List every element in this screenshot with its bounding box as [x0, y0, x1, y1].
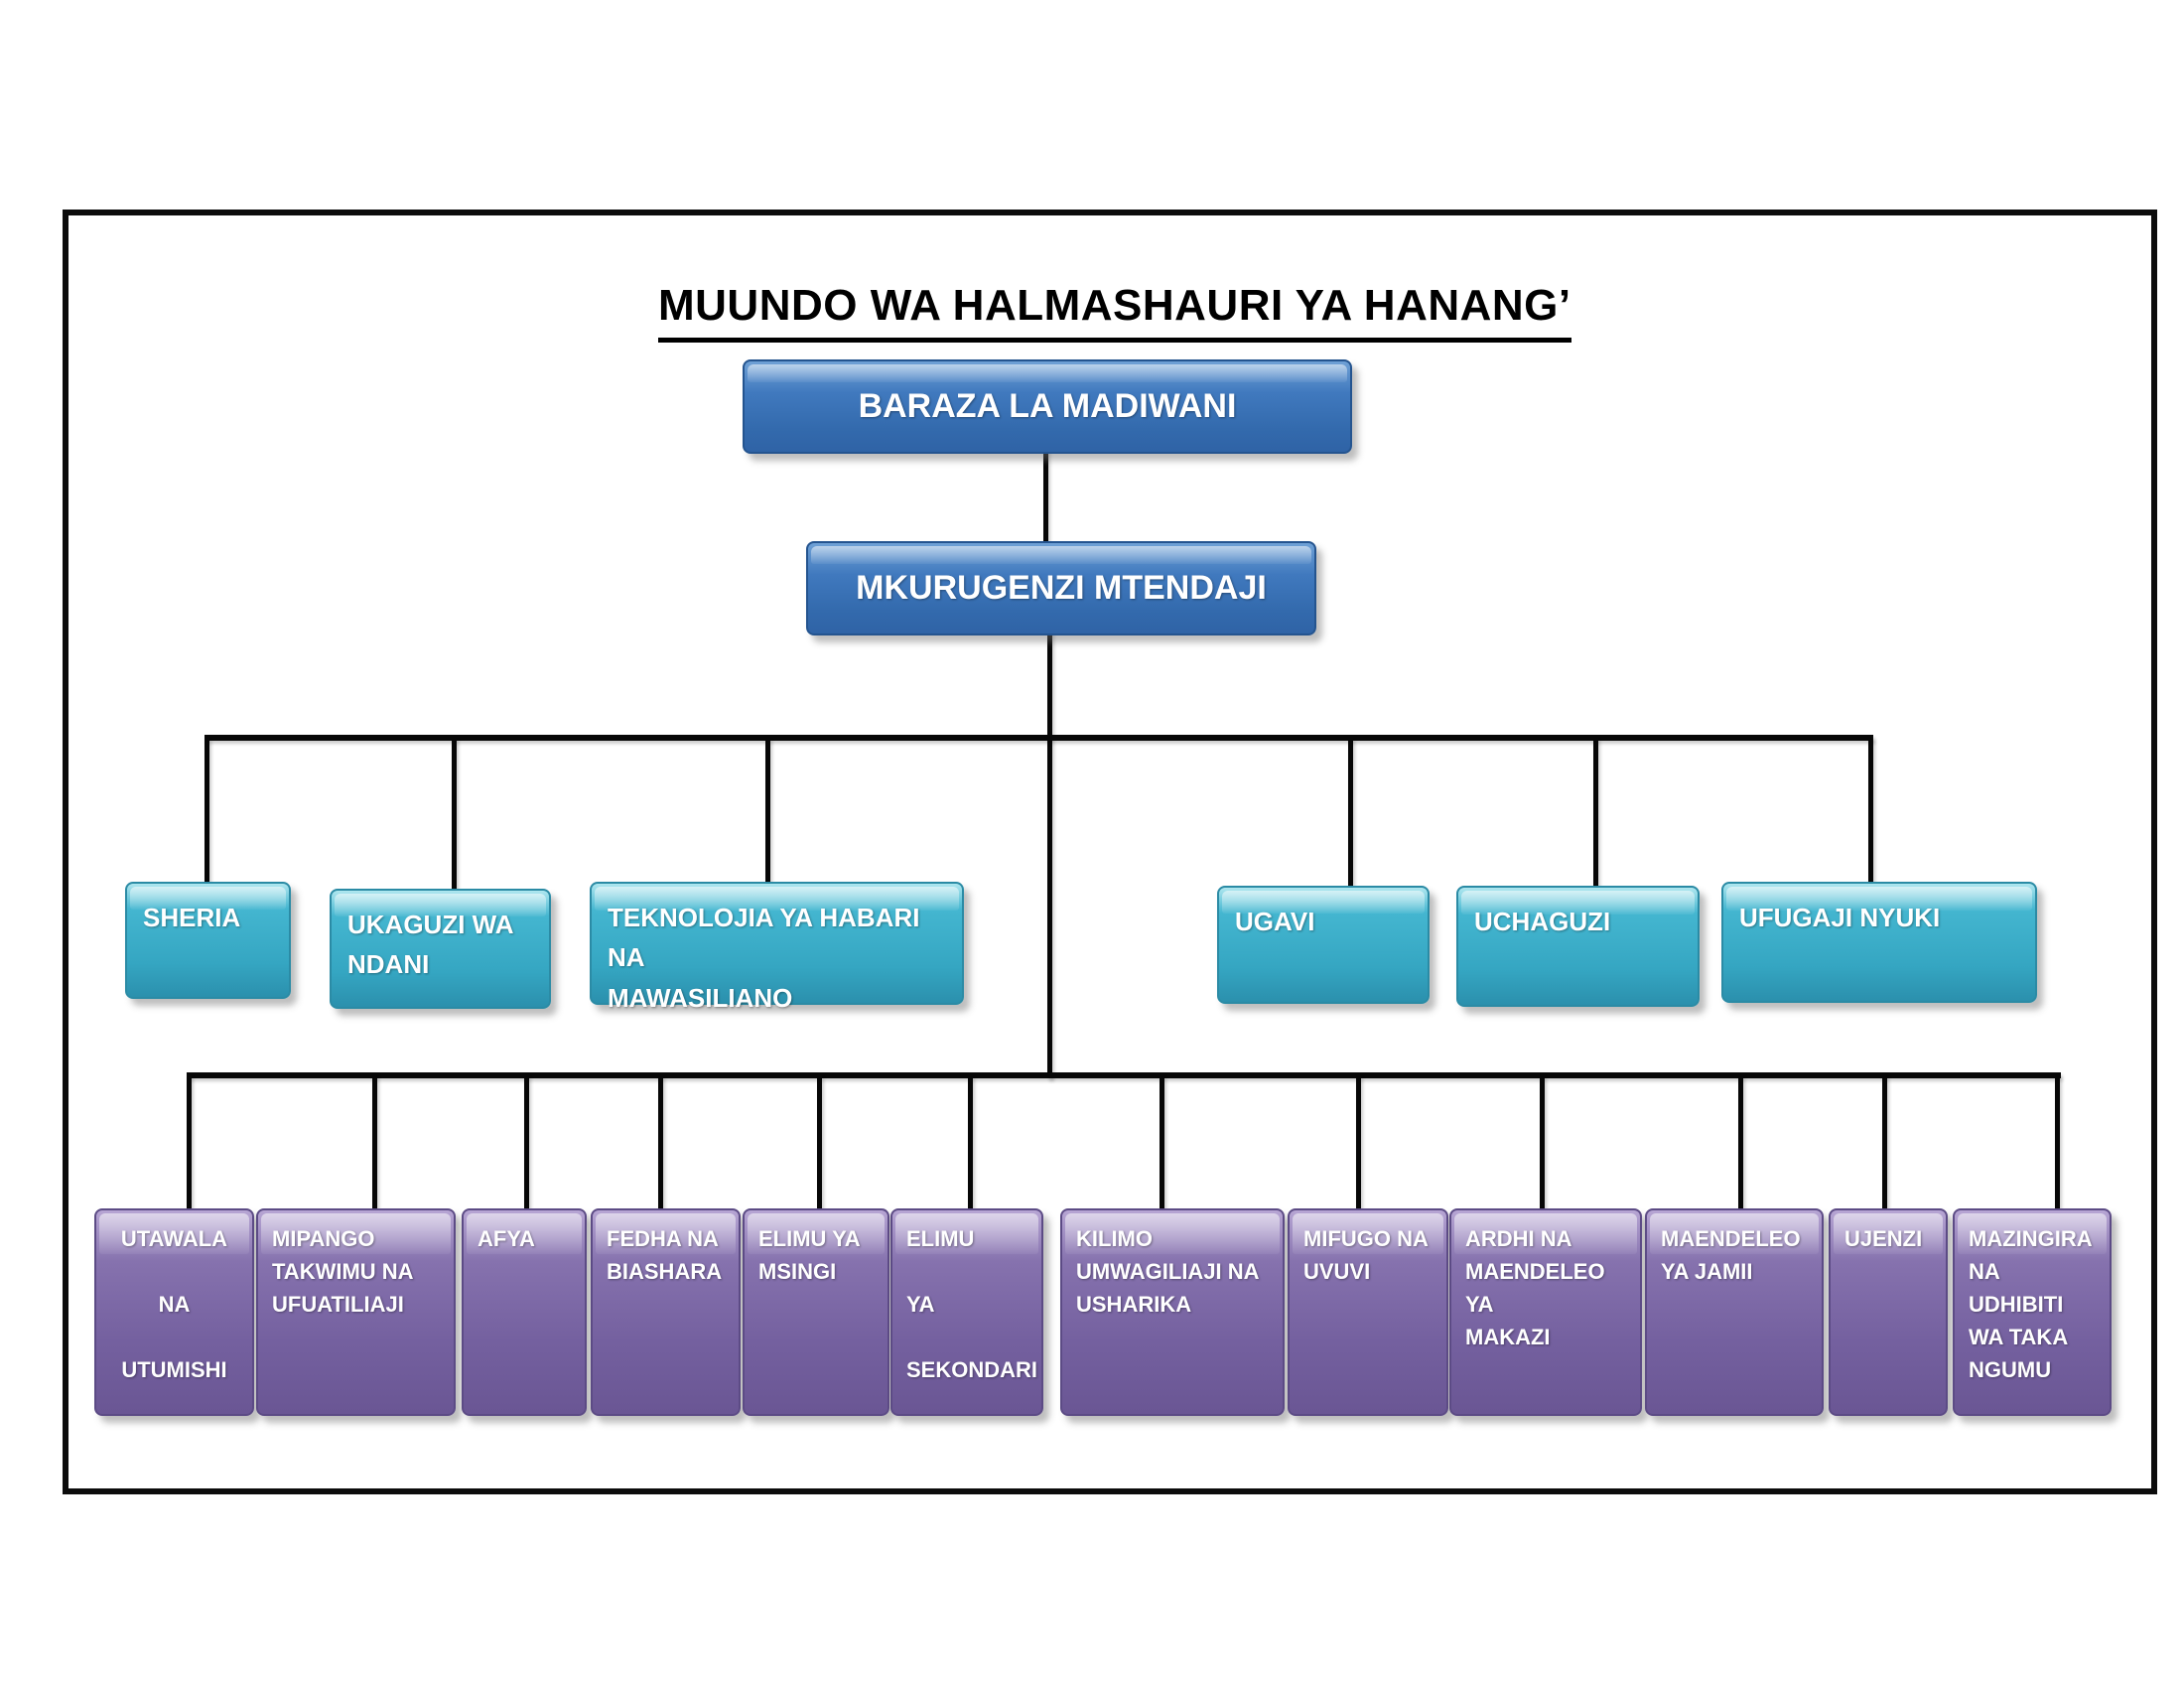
org-box-ujenzi: UJENZI [1829, 1208, 1948, 1416]
drop-teknolojia [765, 738, 770, 887]
org-box-fedha-na-biashara-label: FEDHA NA BIASHARA [607, 1226, 723, 1284]
org-box-mazingira: MAZINGIRA NA UDHIBITI WA TAKA NGUMU [1953, 1208, 2112, 1416]
drop-sheria [205, 738, 209, 887]
org-box-elimu-ya-msingi: ELIMU YA MSINGI [743, 1208, 889, 1416]
connector-root-to-executive [1043, 447, 1048, 545]
org-box-mifugo-na-uvuvi-label: MIFUGO NA UVUVI [1303, 1226, 1429, 1284]
connector-executive-trunk [1047, 629, 1052, 1078]
chart-title-wrap: MUUNDO WA HALMASHAURI YA HANANG’ [658, 281, 1571, 343]
drop-elimu-msingi [817, 1075, 822, 1210]
drop-elimu-sekondari [968, 1075, 973, 1210]
drop-ugavi [1348, 738, 1353, 890]
org-box-ugavi-label: UGAVI [1235, 907, 1315, 936]
drop-mazingira [2055, 1075, 2060, 1210]
org-box-fedha-na-biashara: FEDHA NA BIASHARA [591, 1208, 741, 1416]
org-box-baraza-la-madiwani-label: BARAZA LA MADIWANI [858, 387, 1237, 425]
org-box-baraza-la-madiwani: BARAZA LA MADIWANI [743, 359, 1352, 454]
org-box-mkurugenzi-mtendaji-label: MKURUGENZI MTENDAJI [856, 569, 1267, 607]
org-box-utawala-na-utumishi: UTAWALA NA UTUMISHI [94, 1208, 254, 1416]
org-box-mazingira-label: MAZINGIRA NA UDHIBITI WA TAKA NGUMU [1969, 1226, 2093, 1382]
drop-mifugo [1356, 1075, 1361, 1210]
org-box-ardhi-na-maendeleo-label: ARDHI NA MAENDELEO YA MAKAZI [1465, 1226, 1605, 1349]
org-box-ujenzi-label: UJENZI [1844, 1226, 1923, 1251]
drop-ardhi [1540, 1075, 1545, 1210]
org-box-afya-label: AFYA [478, 1226, 535, 1251]
org-box-utawala-na-utumishi-label: UTAWALA NA UTUMISHI [120, 1226, 228, 1382]
drop-utawala [187, 1075, 192, 1210]
drop-kilimo [1160, 1075, 1164, 1210]
org-box-ugavi: UGAVI [1217, 886, 1430, 1004]
drop-mipango [372, 1075, 377, 1210]
org-box-maendeleo-ya-jamii: MAENDELEO YA JAMII [1645, 1208, 1824, 1416]
org-box-elimu-ya-msingi-label: ELIMU YA MSINGI [758, 1226, 861, 1284]
bus-units-level [205, 735, 1873, 741]
org-box-uchaguzi: UCHAGUZI [1456, 886, 1700, 1007]
org-box-kilimo-umwagiliaji: KILIMO UMWAGILIAJI NA USHARIKA [1060, 1208, 1285, 1416]
chart-border-frame [63, 210, 2157, 1494]
drop-ujenzi [1882, 1075, 1887, 1210]
drop-maendeleo-jamii [1738, 1075, 1743, 1210]
org-box-mkurugenzi-mtendaji: MKURUGENZI MTENDAJI [806, 541, 1316, 635]
org-box-teknolojia-ya-habari: TEKNOLOJIA YA HABARI NA MAWASILIANO [590, 882, 964, 1013]
chart-title: MUUNDO WA HALMASHAURI YA HANANG’ [658, 281, 1571, 343]
org-box-ardhi-na-maendeleo: ARDHI NA MAENDELEO YA MAKAZI [1449, 1208, 1642, 1416]
org-box-mipango-takwimu-label: MIPANGO TAKWIMU NA UFUATILIAJI [272, 1226, 414, 1317]
drop-ufugaji-nyuki [1868, 738, 1873, 887]
org-box-kilimo-umwagiliaji-label: KILIMO UMWAGILIAJI NA USHARIKA [1076, 1226, 1260, 1317]
drop-afya [524, 1075, 529, 1210]
drop-ukaguzi-wa-ndani [452, 738, 457, 892]
org-box-ukaguzi-wa-ndani: UKAGUZI WA NDANI [330, 889, 551, 1009]
org-box-maendeleo-ya-jamii-label: MAENDELEO YA JAMII [1661, 1226, 1801, 1284]
org-box-afya: AFYA [462, 1208, 587, 1416]
drop-fedha [658, 1075, 663, 1210]
org-box-ufugaji-nyuki: UFUGAJI NYUKI [1721, 882, 2037, 1003]
org-box-ukaguzi-wa-ndani-label: UKAGUZI WA NDANI [347, 910, 514, 980]
org-box-sheria-label: SHERIA [143, 903, 241, 932]
drop-uchaguzi [1593, 738, 1598, 890]
bus-departments-level [187, 1072, 2061, 1078]
org-box-ufugaji-nyuki-label: UFUGAJI NYUKI [1739, 903, 1941, 932]
org-box-elimu-ya-sekondari-label: ELIMU YA SEKONDARI [906, 1226, 1038, 1382]
org-box-uchaguzi-label: UCHAGUZI [1474, 907, 1611, 936]
org-box-teknolojia-ya-habari-label: TEKNOLOJIA YA HABARI NA MAWASILIANO [608, 903, 920, 1013]
org-box-mifugo-na-uvuvi: MIFUGO NA UVUVI [1288, 1208, 1448, 1416]
org-box-elimu-ya-sekondari: ELIMU YA SEKONDARI [890, 1208, 1043, 1416]
org-box-sheria: SHERIA [125, 882, 291, 999]
org-box-mipango-takwimu: MIPANGO TAKWIMU NA UFUATILIAJI [256, 1208, 456, 1416]
